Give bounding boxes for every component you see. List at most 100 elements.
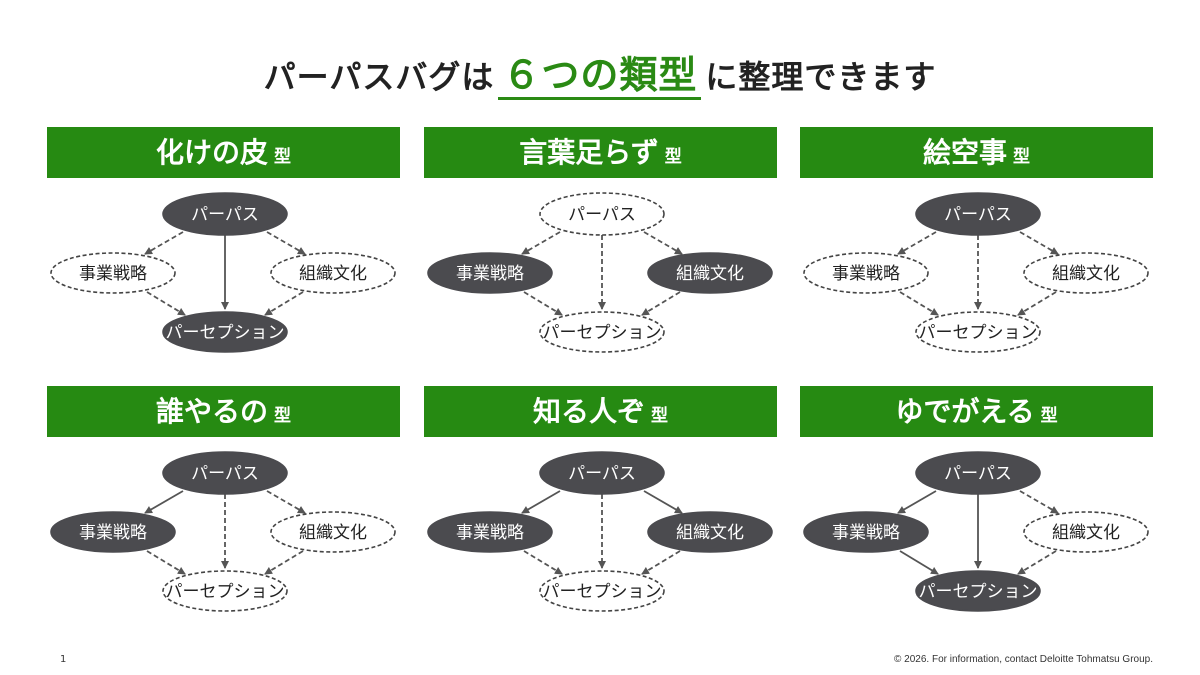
arrow-sx-dashed: [523, 291, 563, 316]
node-label: パーセプション: [543, 323, 662, 343]
node-ellipse: [647, 511, 773, 553]
arrow-sx-dashed: [146, 550, 186, 575]
arrow-cx-dashed: [641, 550, 681, 575]
node-label: パーパス: [191, 205, 259, 225]
node-ellipse: [915, 570, 1041, 612]
arrow-pc-dashed: [1019, 231, 1059, 255]
node-ellipse: [162, 570, 288, 612]
arrow-pc-dashed: [266, 231, 306, 255]
node-perception: パーセプション: [162, 311, 288, 353]
node-strategy: 事業戦略: [427, 252, 553, 294]
node-ellipse: [427, 252, 553, 294]
node-label: 組織文化: [1052, 264, 1120, 284]
arrow-pc-dashed: [1019, 490, 1059, 514]
node-label: パーセプション: [166, 582, 285, 602]
node-ellipse: [162, 311, 288, 353]
node-label: パーパス: [568, 464, 636, 484]
node-label: パーセプション: [166, 323, 285, 343]
node-label: パーパス: [568, 205, 636, 225]
node-culture: 組織文化: [1023, 252, 1149, 294]
node-ellipse: [162, 192, 288, 236]
arrow-pc-solid: [643, 490, 683, 514]
node-perception: パーセプション: [915, 311, 1041, 353]
arrow-cx-dashed: [264, 550, 304, 575]
title-text: パーパスバグは: [263, 58, 495, 96]
type-name: 化けの皮: [155, 136, 268, 169]
node-label: パーセプション: [543, 582, 662, 602]
type-header: ゆでがえる型: [800, 386, 1153, 437]
arrow-cx-dashed: [264, 291, 304, 316]
node-purpose: パーパス: [915, 192, 1041, 236]
node-ellipse: [270, 511, 396, 553]
arrow-ps-dashed: [144, 231, 184, 255]
arrow-cx-dashed: [641, 291, 681, 316]
node-purpose: パーパス: [915, 451, 1041, 495]
type-header: 誰やるの型: [47, 386, 400, 437]
node-ellipse: [539, 570, 665, 612]
node-purpose: パーパス: [539, 192, 665, 236]
arrow-pc-dashed: [266, 490, 306, 514]
node-purpose: パーパス: [539, 451, 665, 495]
node-ellipse: [1023, 252, 1149, 294]
type-suffix: 型: [651, 406, 668, 426]
type-name: ゆでがえる: [895, 395, 1035, 428]
type-name: 言葉足らず: [519, 136, 659, 169]
node-label: パーセプション: [919, 582, 1038, 602]
node-ellipse: [647, 252, 773, 294]
node-label: 事業戦略: [832, 523, 900, 543]
node-ellipse: [915, 311, 1041, 353]
node-label: パーセプション: [919, 323, 1038, 343]
node-perception: パーセプション: [539, 570, 665, 612]
node-ellipse: [50, 511, 176, 553]
title-text-end: に整理できます: [705, 58, 937, 96]
arrow-ps-dashed: [897, 231, 937, 255]
node-label: 組織文化: [1052, 523, 1120, 543]
node-label: 事業戦略: [456, 523, 524, 543]
node-culture: 組織文化: [647, 252, 773, 294]
node-perception: パーセプション: [915, 570, 1041, 612]
type-header: 知る人ぞ型: [424, 386, 777, 437]
node-culture: 組織文化: [270, 252, 396, 294]
node-label: パーパス: [944, 464, 1012, 484]
node-strategy: 事業戦略: [50, 511, 176, 553]
node-label: パーパス: [944, 205, 1012, 225]
type-suffix: 型: [1013, 147, 1030, 167]
type-panel: 化けの皮型パーパス事業戦略 組織文化パーセプション: [47, 127, 400, 357]
node-label: 組織文化: [676, 264, 744, 284]
node-ellipse: [270, 252, 396, 294]
node-label: 事業戦略: [456, 264, 524, 284]
type-panel: 知る人ぞ型パーパス事業戦略 組織文化パーセプション: [424, 386, 777, 616]
node-perception: パーセプション: [162, 570, 288, 612]
arrow-ps-solid: [521, 490, 561, 514]
node-ellipse: [803, 252, 929, 294]
type-suffix: 型: [274, 147, 291, 167]
copyright: © 2026. For information, contact Deloitt…: [894, 654, 1153, 665]
node-perception: パーセプション: [539, 311, 665, 353]
title-highlight: ６つの類型: [498, 53, 702, 100]
arrow-sx-solid: [899, 550, 939, 575]
arrow-sx-dashed: [523, 550, 563, 575]
node-ellipse: [915, 192, 1041, 236]
node-label: 組織文化: [299, 264, 367, 284]
node-strategy: 事業戦略: [803, 252, 929, 294]
arrow-sx-dashed: [146, 291, 186, 316]
arrow-cx-dashed: [1017, 291, 1057, 316]
node-ellipse: [50, 252, 176, 294]
node-purpose: パーパス: [162, 192, 288, 236]
node-ellipse: [162, 451, 288, 495]
type-header: 言葉足らず型: [424, 127, 777, 178]
node-label: 事業戦略: [79, 264, 147, 284]
node-culture: 組織文化: [647, 511, 773, 553]
type-panel: 誰やるの型パーパス事業戦略組織文化パーセプション: [47, 386, 400, 616]
node-label: 事業戦略: [79, 523, 147, 543]
type-panel: ゆでがえる型パーパス事業戦略 組織文化パーセプション: [800, 386, 1153, 616]
node-strategy: 事業戦略: [803, 511, 929, 553]
type-panel: 絵空事型パーパス事業戦略組織文化パーセプション: [800, 127, 1153, 357]
type-header: 化けの皮型: [47, 127, 400, 178]
node-purpose: パーパス: [162, 451, 288, 495]
